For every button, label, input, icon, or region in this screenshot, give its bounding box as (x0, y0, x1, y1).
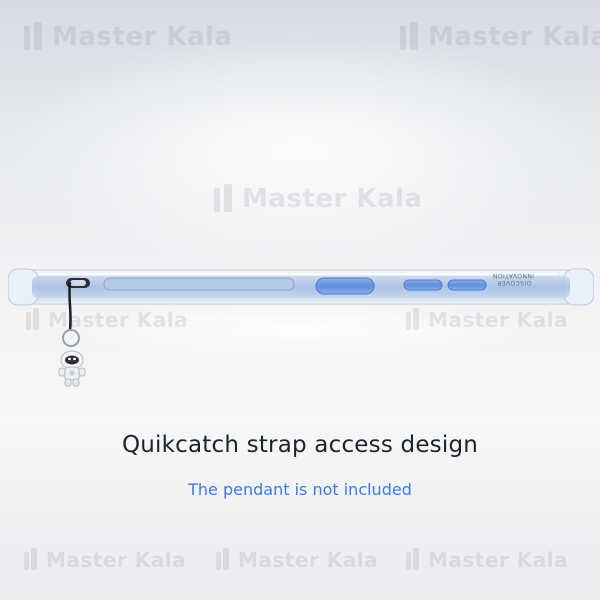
watermark-logo-icon (398, 22, 422, 52)
subheadline: The pendant is not included (188, 480, 412, 499)
pendant (46, 278, 98, 388)
case-engraving: DISCOVER INNOVATION (492, 272, 534, 286)
watermark-top-right: Master Kala (398, 22, 600, 52)
watermark-bottom-right: Master Kala (404, 548, 568, 572)
watermark-center: Master Kala (212, 184, 422, 214)
headline: Quikcatch strap access design (121, 432, 479, 458)
watermark-logo-icon (22, 548, 40, 572)
phone-side-view: DISCOVER INNOVATION (8, 268, 594, 308)
astronaut-pendant-icon (58, 281, 86, 387)
phone-case-graphic (8, 268, 594, 306)
watermark-logo-icon (212, 184, 236, 214)
watermark-logo-icon (22, 22, 46, 52)
watermark-logo-icon (404, 548, 422, 572)
watermark-bottom-center: Master Kala (214, 548, 378, 572)
watermark-logo-icon (214, 548, 232, 572)
watermark-logo-icon (24, 308, 42, 332)
reflection-glow (60, 300, 540, 360)
watermark-bottom-left: Master Kala (22, 548, 186, 572)
watermark-top-left: Master Kala (22, 22, 232, 52)
